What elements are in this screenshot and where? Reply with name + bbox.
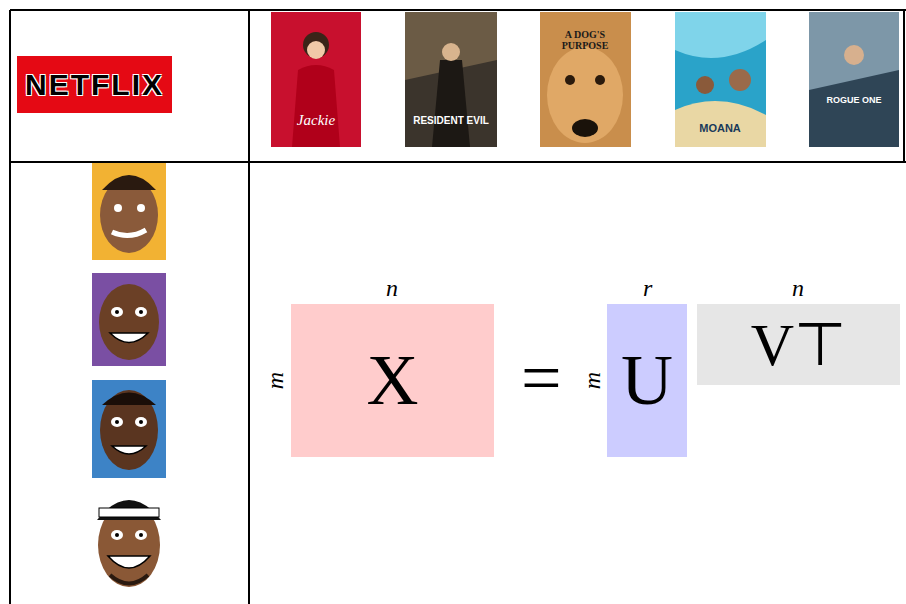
logo-box: NETFLIX (17, 56, 172, 113)
node-text: X (367, 339, 419, 422)
movie-posters (271, 12, 899, 147)
dimension-label: r (643, 275, 652, 302)
matrix-box: U (607, 304, 687, 457)
node-text: NETFLIX (25, 68, 164, 102)
dimension-label: m (579, 372, 606, 389)
equals-sign: = (521, 337, 562, 420)
dimension-label: n (792, 275, 804, 302)
poster-title: RESIDENT EVIL (409, 115, 493, 126)
poster-title: MOANA (678, 122, 762, 134)
dimension-label: n (386, 275, 398, 302)
node-text: U (621, 339, 673, 422)
poster-title: Jackie (276, 112, 356, 129)
node-text: V⊤ (751, 309, 846, 380)
matrix-box: V⊤ (697, 304, 900, 385)
matrix-box: X (291, 304, 494, 457)
table-grid (10, 10, 906, 604)
poster-title: ROGUE ONE (812, 95, 896, 105)
dimension-label: m (262, 372, 289, 389)
player-caricatures (92, 163, 166, 587)
poster-title: A DOG'S PURPOSE (555, 29, 615, 51)
